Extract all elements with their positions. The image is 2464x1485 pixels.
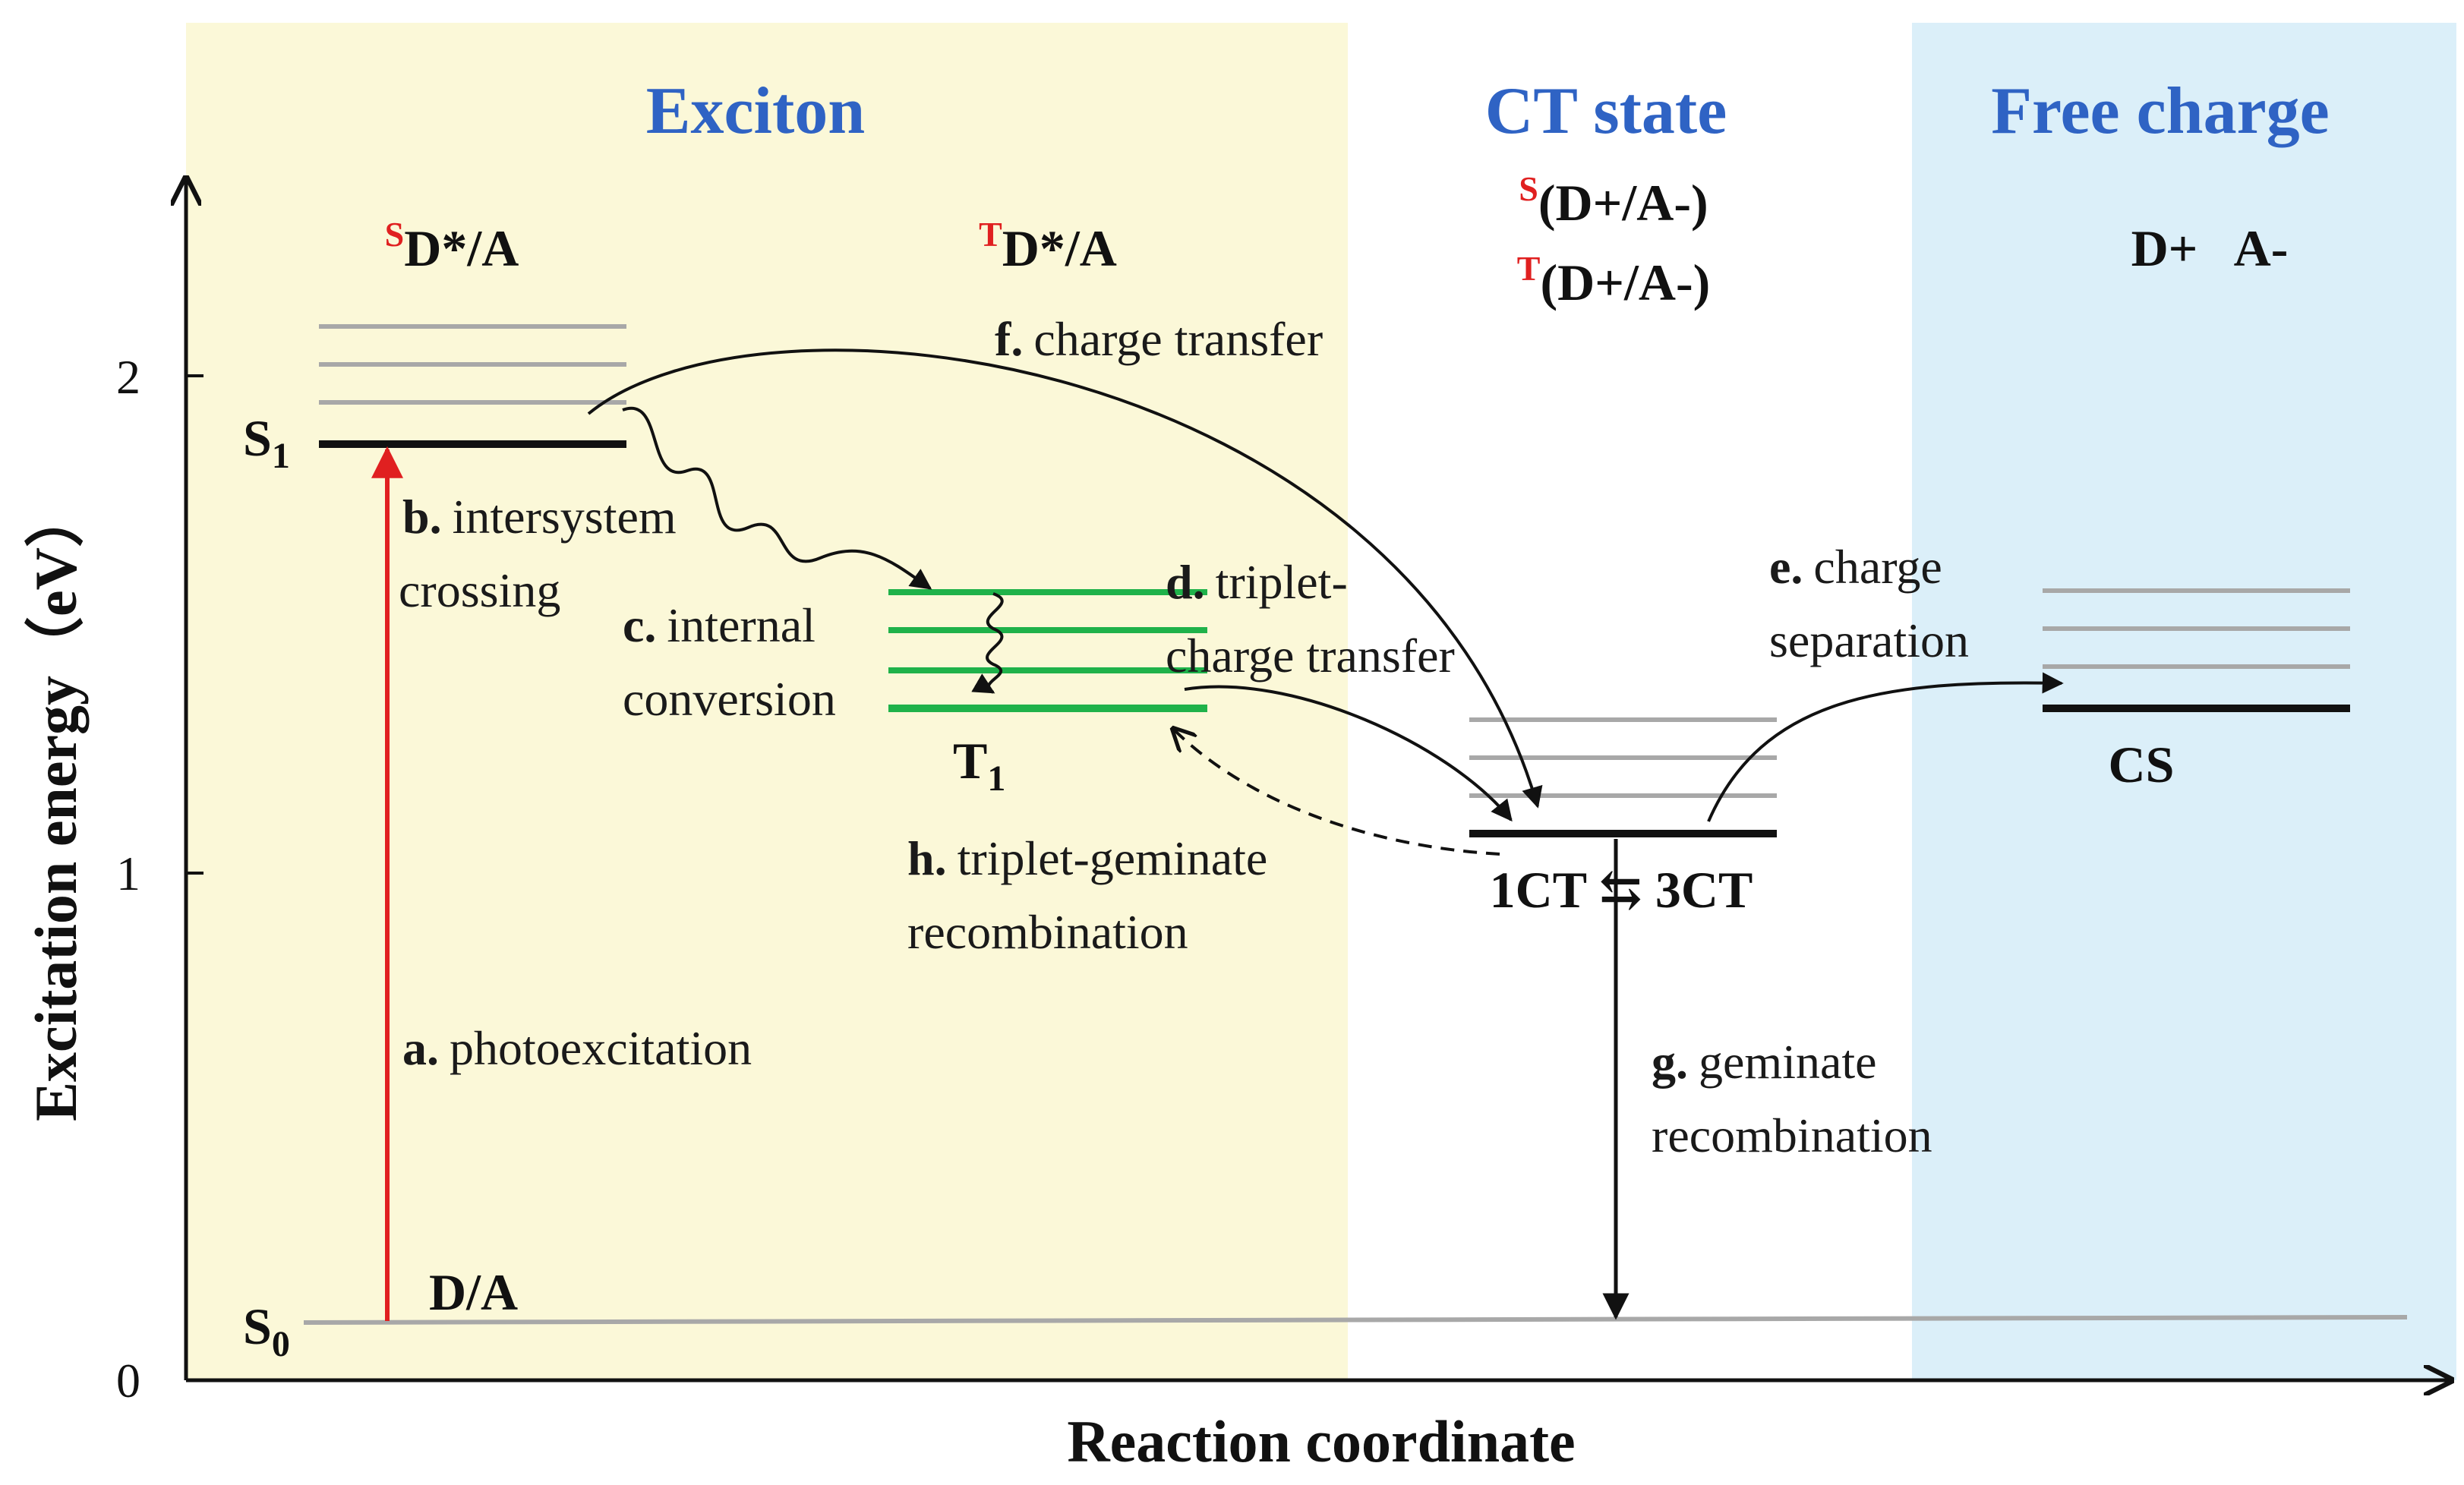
- process-a-label: a.photoexcitation: [402, 1021, 752, 1075]
- free-charge-region-bg: [1912, 23, 2456, 1380]
- y-tick-label-1: 1: [116, 847, 140, 900]
- y-axis-title: Excitation energy（eV）: [23, 488, 89, 1121]
- process-f-label: f.charge transfer: [995, 312, 1323, 366]
- triplet-charge-transfer-arrow: [1184, 685, 1513, 822]
- exciton-region-bg: [186, 23, 1348, 1380]
- t1-label: T1: [953, 732, 1005, 799]
- triplet-geminate-recombination-arrow: [1173, 729, 1500, 856]
- y-tick-label-0: 0: [116, 1354, 140, 1408]
- charge-transfer-arrow: [587, 348, 1543, 809]
- x-axis-title: Reaction coordinate: [1067, 1408, 1575, 1474]
- singlet-exciton-label: SD*/A: [385, 215, 519, 277]
- exciton-region-title: Exciton: [646, 74, 865, 148]
- triplet-exciton-label: TD*/A: [979, 215, 1117, 277]
- y-tick-label-2: 2: [116, 350, 140, 404]
- charge-separation-arrow: [1707, 672, 2064, 822]
- free-charges-label: D+ A-: [2131, 219, 2289, 277]
- ct-singlet-label: S(D+/A-): [1519, 169, 1708, 232]
- ct-triplet-label: T(D+/A-): [1517, 249, 1710, 311]
- internal-conversion-arrow: [971, 592, 1004, 694]
- ground-state-label: D/A: [429, 1263, 518, 1321]
- ct-state-region-title: CT state: [1485, 74, 1727, 148]
- ct-equilibrium-label: 1CT ⇆ 3CT: [1490, 861, 1753, 919]
- process-d-label: d.triplet-charge transfer: [1166, 555, 1455, 683]
- free-charge-region-title: Free charge: [1991, 74, 2329, 148]
- cs-label: CS: [2109, 736, 2175, 793]
- ground-level: [303, 1315, 2408, 1325]
- intersystem-crossing-arrow: [622, 406, 932, 590]
